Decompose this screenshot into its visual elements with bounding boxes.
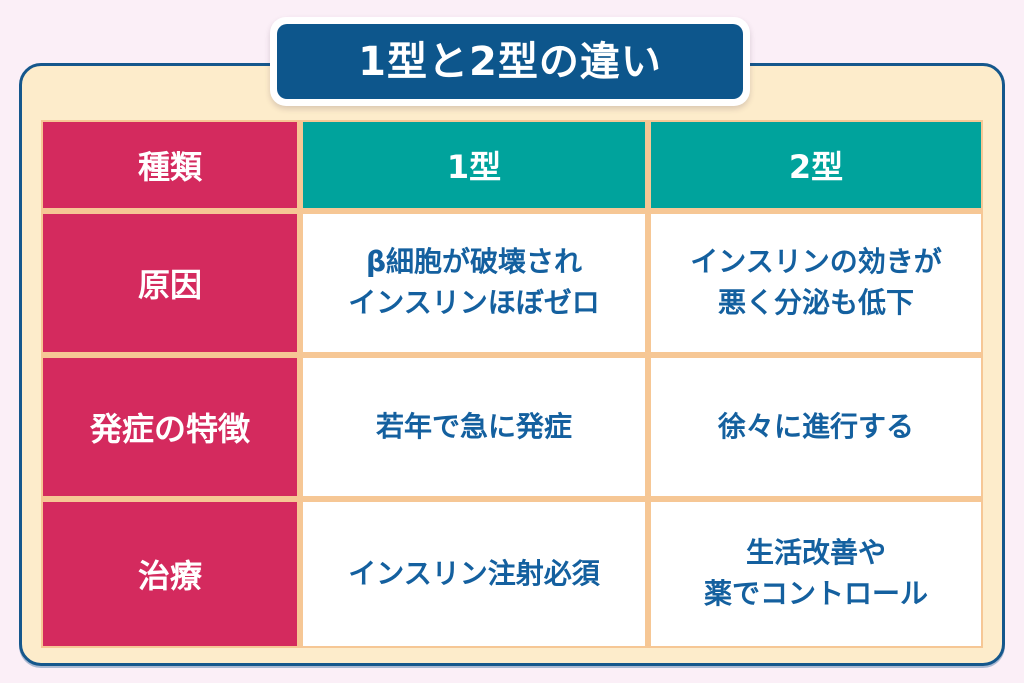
- row-label-treatment: 治療: [43, 502, 297, 646]
- cell-treatment-type1: インスリン注射必須: [303, 502, 645, 646]
- title-banner: 1型と2型の違い: [270, 17, 750, 106]
- cell-cause-type1: β細胞が破壊され インスリンほぼゼロ: [303, 214, 645, 352]
- cell-cause-type2: インスリンの効きが 悪く分泌も低下: [651, 214, 981, 352]
- row-label-cause: 原因: [43, 214, 297, 352]
- cell-treatment-type2: 生活改善や 薬でコントロール: [651, 502, 981, 646]
- header-cell-kind: 種類: [43, 122, 297, 208]
- page-title: 1型と2型の違い: [358, 38, 662, 85]
- header-cell-type2: 2型: [651, 122, 981, 208]
- title-banner-inner: 1型と2型の違い: [277, 24, 743, 99]
- header-cell-type1: 1型: [303, 122, 645, 208]
- cell-onset-type1: 若年で急に発症: [303, 358, 645, 496]
- comparison-table: 種類 1型 2型 原因 β細胞が破壊され インスリンほぼゼロ インスリンの効きが…: [43, 122, 981, 646]
- cell-onset-type2: 徐々に進行する: [651, 358, 981, 496]
- row-label-onset: 発症の特徴: [43, 358, 297, 496]
